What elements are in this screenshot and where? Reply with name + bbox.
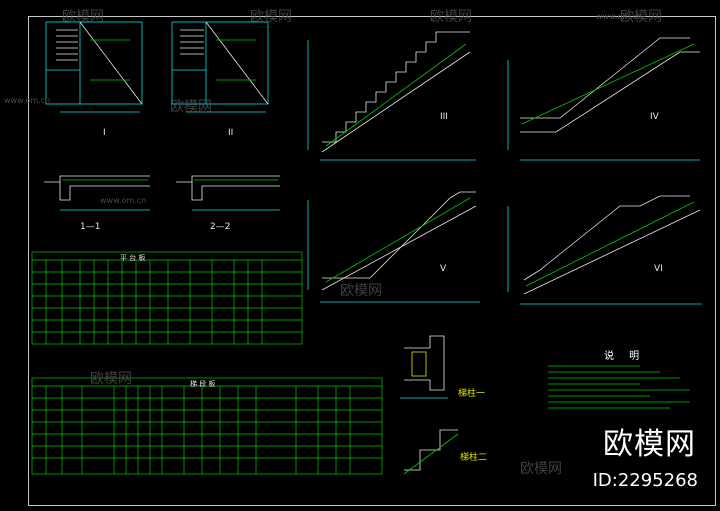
label-section-1-1: 1—1 — [80, 222, 101, 232]
label-roman-I-a: I — [103, 128, 106, 138]
table2-title: 梯 段 板 — [190, 380, 216, 388]
table1-title: 平 台 板 — [120, 254, 146, 262]
stair-section-IV — [507, 37, 700, 161]
watermark-text: 欧模网 — [620, 9, 662, 25]
label-roman-V: V — [440, 264, 447, 274]
label-roman-II: II — [228, 128, 234, 138]
section-2-2 — [176, 175, 280, 211]
watermark-text: 欧模网 — [62, 9, 104, 25]
watermark-text: 欧模网 — [340, 283, 382, 299]
section-1-1 — [44, 175, 150, 211]
watermark-text: 欧模网 — [430, 9, 472, 25]
label-ladder-beam-2: 梯柱二 — [460, 453, 488, 463]
plan-view-2 — [171, 21, 269, 113]
table-platform-slab — [31, 251, 303, 345]
drawing-id: ID:2295268 — [592, 470, 698, 491]
label-section-2-2: 2—2 — [210, 222, 231, 232]
label-ladder-beam-1: 梯柱一 — [458, 389, 486, 399]
drawing-frame — [28, 16, 716, 506]
watermark-domain: www.om.cn — [596, 12, 643, 21]
plan-view-1 — [45, 21, 143, 113]
stair-section-VI — [507, 195, 702, 305]
table-stair-slab — [31, 377, 383, 475]
label-roman-III: III — [440, 112, 448, 122]
label-roman-IV: IV — [650, 112, 659, 122]
notes-lines — [548, 365, 690, 409]
label-roman-VI: VI — [654, 264, 663, 274]
watermark-domain: www.om.cn — [100, 196, 147, 205]
ladder-beam-details — [400, 335, 459, 475]
notes-title: 说 明 — [604, 351, 646, 362]
watermark-text: 欧模网 — [250, 9, 292, 25]
stair-section-III — [307, 31, 476, 161]
watermark-domain: www.om.cn — [4, 96, 51, 105]
watermark-text: 欧模网 — [170, 99, 212, 115]
watermark-text: 欧模网 — [520, 461, 562, 477]
stair-section-V — [307, 191, 480, 303]
om-logo-icon: 欧模网 — [603, 427, 696, 462]
watermark-text: 欧模网 — [90, 371, 132, 387]
